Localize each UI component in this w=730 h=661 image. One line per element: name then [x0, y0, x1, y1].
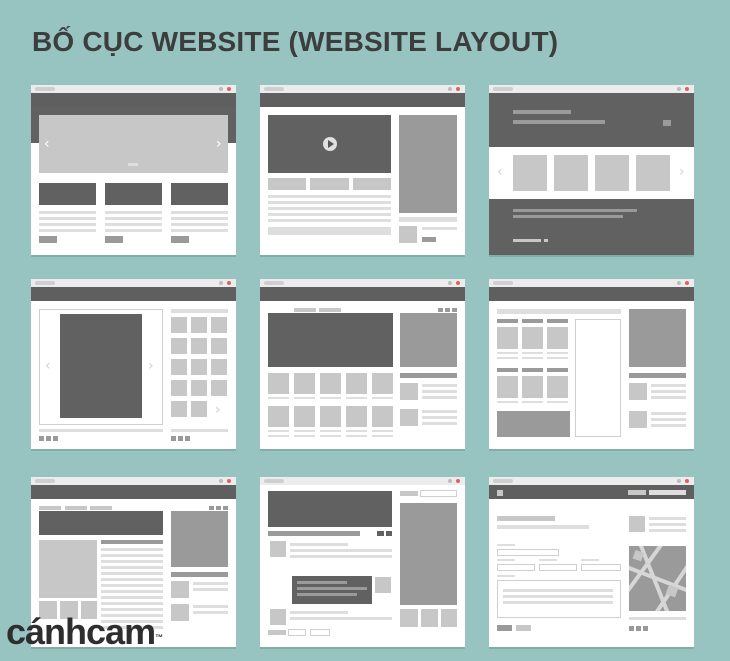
avatar [375, 577, 391, 593]
post-banner [268, 491, 392, 527]
avatar [629, 516, 645, 532]
chevron-right-icon: › [216, 136, 222, 152]
header-bar [260, 287, 465, 301]
layout-slider-three-columns: ‹ › [31, 85, 236, 255]
page-title: BỐ CỤC WEBSITE (WEBSITE LAYOUT) [32, 26, 559, 57]
browser-toolbar [31, 85, 236, 93]
chevron-left-icon: ‹ [497, 164, 503, 180]
image-viewer [39, 309, 163, 425]
form-field [497, 549, 559, 556]
browser-toolbar [489, 85, 694, 93]
avatar [270, 609, 286, 625]
trademark-mark: ™ [155, 633, 163, 642]
layout-contact-form-map [489, 477, 694, 647]
chevron-left-icon: ‹ [45, 358, 51, 374]
article-headline-block [39, 511, 163, 535]
brand-logo: cánhcam™ [6, 611, 163, 652]
layout-article-magazine [31, 477, 236, 647]
form-field [539, 564, 577, 571]
footer-block [489, 199, 694, 255]
browser-toolbar [260, 85, 465, 93]
chevron-right-icon: › [215, 402, 221, 418]
browser-toolbar [31, 477, 236, 485]
browser-toolbar [260, 477, 465, 485]
layout-video-sidebar [260, 85, 465, 255]
browser-toolbar [489, 477, 694, 485]
layout-forum-comments [260, 477, 465, 647]
form-field [497, 564, 535, 571]
play-icon [323, 137, 337, 151]
featured-block [268, 313, 393, 367]
header-bar [489, 485, 694, 499]
layout-hero-carousel: ‹ › [489, 85, 694, 255]
chevron-right-icon: › [148, 358, 154, 374]
chevron-right-icon: › [679, 164, 685, 180]
detail-panel [575, 319, 621, 437]
form-field [581, 564, 621, 571]
browser-toolbar [260, 279, 465, 287]
layout-featured-grid-sidebar [260, 279, 465, 449]
layout-product-list-panel [489, 279, 694, 449]
slider-dots [128, 163, 138, 166]
reply-bubble [292, 576, 372, 604]
avatar [270, 541, 286, 557]
header-bar [489, 287, 694, 301]
header-bar [31, 93, 236, 107]
chevron-left-icon: ‹ [44, 136, 50, 152]
header-bar [31, 287, 236, 301]
layout-gallery-grid: ‹ › › [31, 279, 236, 449]
header-bar [260, 93, 465, 107]
map-icon [629, 546, 686, 611]
header-bar [31, 485, 236, 499]
brand-logo-text: cánhcam [6, 611, 156, 652]
browser-toolbar [31, 279, 236, 287]
message-textarea [497, 580, 621, 618]
content-block [497, 411, 570, 437]
browser-toolbar [489, 279, 694, 287]
